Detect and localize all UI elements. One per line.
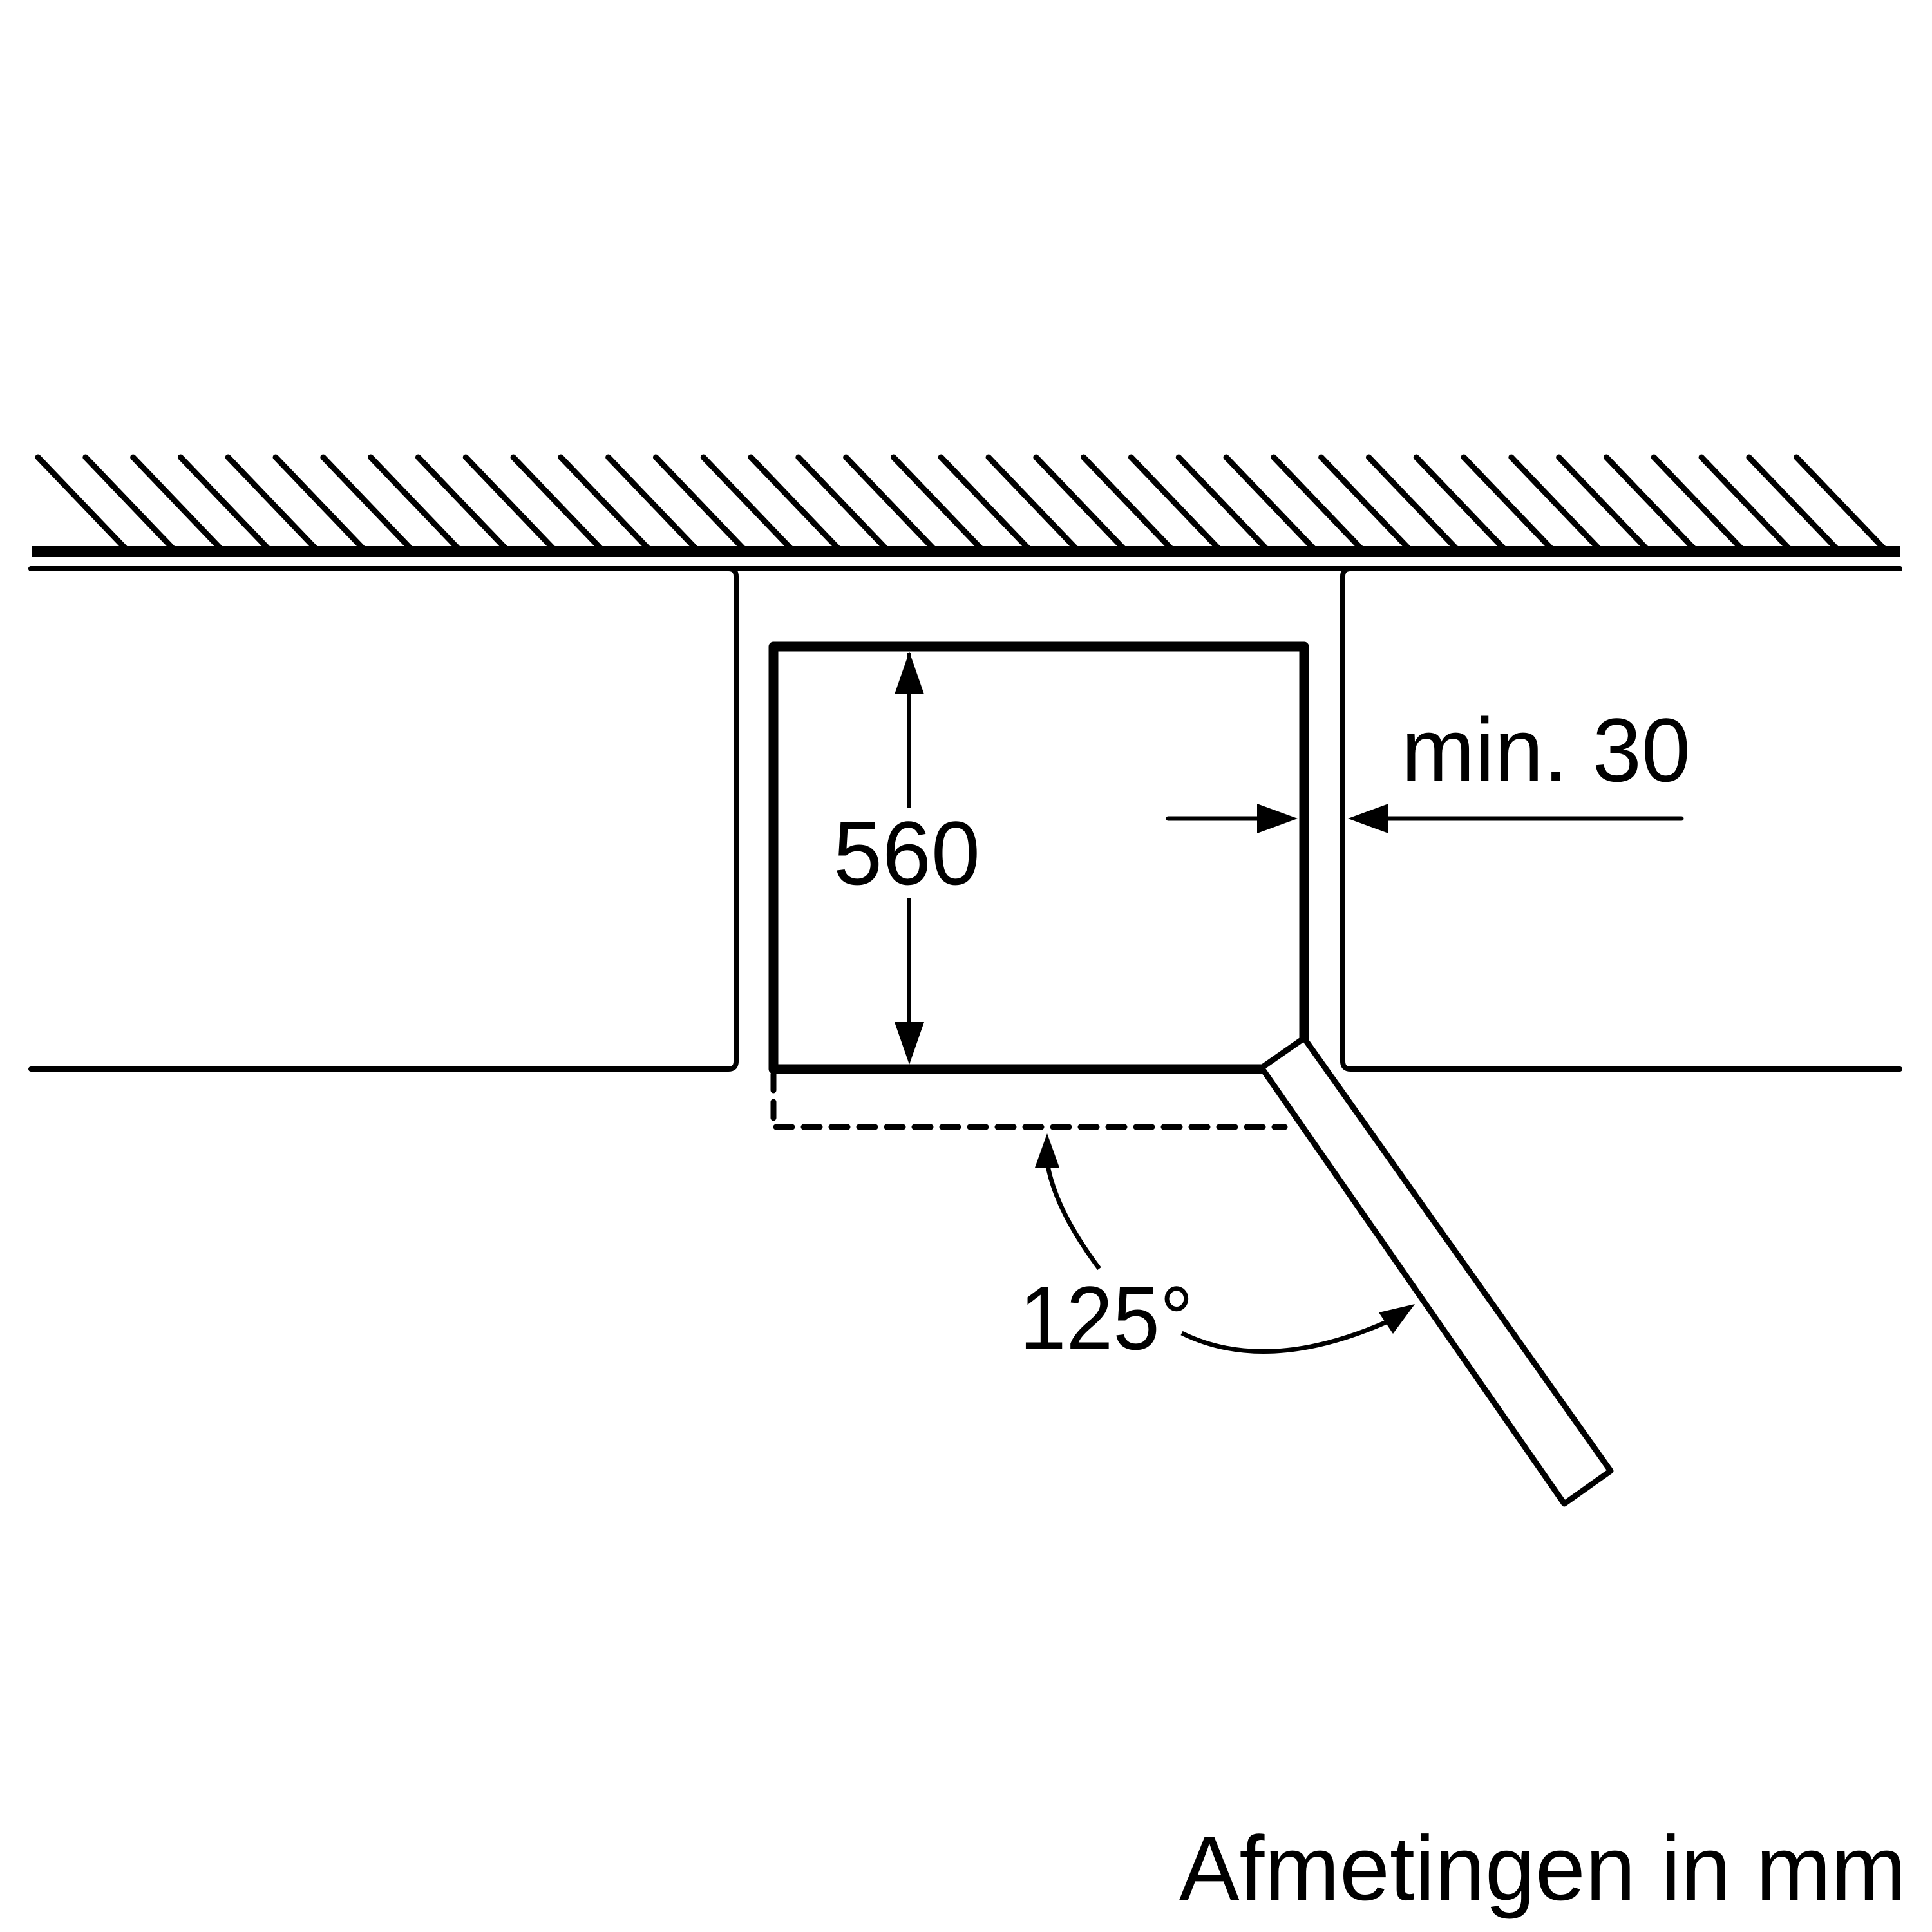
hatch-line [1794, 454, 1888, 552]
gap-arrowhead-left [1257, 804, 1298, 833]
hatch-line [1128, 454, 1222, 552]
units-caption: Afmetingen in mm [1179, 1817, 1906, 1920]
hatch-line [1508, 454, 1602, 552]
gap-arrowhead-right [1348, 804, 1388, 833]
hatch-line [35, 454, 129, 552]
depth-arrowhead-top [895, 652, 924, 694]
hatch-line [1365, 454, 1459, 552]
hatch-line [652, 454, 746, 552]
hatch-line [415, 454, 509, 552]
cabinet-right [1340, 566, 1902, 1072]
hatch-line [938, 454, 1032, 552]
cabinet-left [28, 566, 739, 1072]
hatch-line [558, 454, 652, 552]
hatch-line [1318, 454, 1412, 552]
open-door [1258, 1035, 1614, 1507]
hatch-line [1461, 454, 1555, 552]
hatch-line [130, 454, 224, 552]
hatch-line [1651, 454, 1745, 552]
door-closed-outline [770, 1071, 1288, 1130]
hatch-line [985, 454, 1079, 552]
hatch-line [1033, 454, 1127, 552]
hatch-line [795, 454, 889, 552]
hatch-line [225, 454, 319, 552]
hatch-line [272, 454, 366, 552]
hatch-line [462, 454, 556, 552]
fridge-body [768, 641, 1309, 1074]
angle-arrowhead-lower [1379, 1304, 1415, 1334]
hatch-line [1271, 454, 1365, 552]
angle-arrowhead-upper [1035, 1133, 1059, 1168]
wall-line [32, 546, 1900, 557]
hatch-line [82, 454, 176, 552]
hatch-line [1413, 454, 1507, 552]
hatch-line [1081, 454, 1175, 552]
hatch-line [320, 454, 414, 552]
hatch-line [1556, 454, 1650, 552]
gap-label: min. 30 [1401, 699, 1690, 800]
hatch-line [1603, 454, 1697, 552]
hatch-line [1746, 454, 1840, 552]
angle-arc-lower [1180, 1319, 1389, 1354]
hatch-line [890, 454, 984, 552]
hatch-line [605, 454, 699, 552]
angle-label: 125° [1019, 1267, 1193, 1368]
depth-arrowhead-bottom [895, 1022, 924, 1065]
hatch-line [510, 454, 604, 552]
hatch-line [748, 454, 842, 552]
depth-label: 560 [833, 802, 980, 904]
hatch-line [368, 454, 462, 552]
hatch-line [177, 454, 271, 552]
hatch-line [1698, 454, 1792, 552]
hatch-line [1223, 454, 1317, 552]
hatch-line [843, 454, 937, 552]
angle-arc-upper [1045, 1165, 1101, 1271]
wall-hatching [35, 454, 1888, 552]
hatch-line [1175, 454, 1269, 552]
hatch-line [700, 454, 794, 552]
